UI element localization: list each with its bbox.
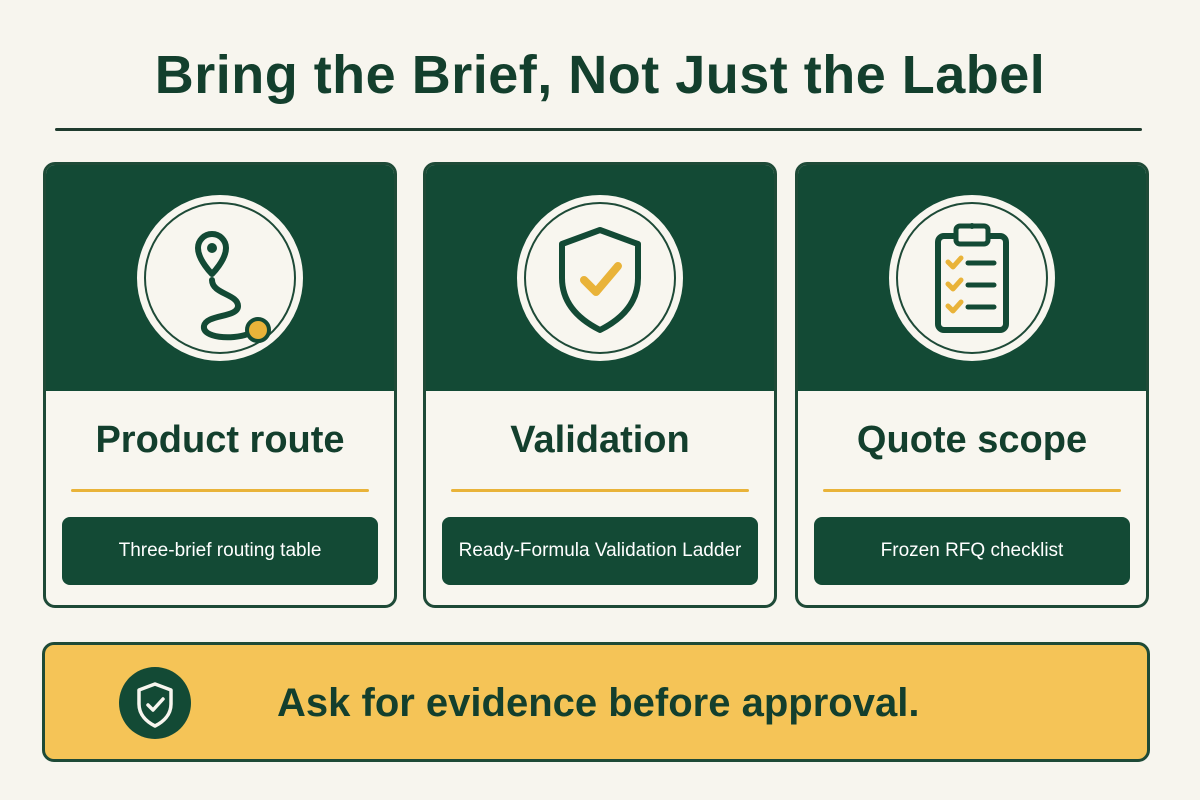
page-title: Bring the Brief, Not Just the Label <box>154 45 1046 105</box>
card-product-route: Product route Three-brief routing table <box>43 162 397 608</box>
card-title: Validation <box>510 419 690 461</box>
route-pin-icon <box>195 231 271 343</box>
card-detail-badge: Ready-Formula Validation Ladder <box>442 517 758 585</box>
card-validation: Validation Ready-Formula Validation Ladd… <box>423 162 777 608</box>
shield-check-icon <box>137 682 173 728</box>
card-icon-circle <box>889 195 1055 361</box>
card-detail-badge: Frozen RFQ checklist <box>814 517 1130 585</box>
card-icon-circle <box>517 195 683 361</box>
card-title: Product route <box>95 419 345 461</box>
card-accent-line <box>71 489 369 492</box>
banner-message: Ask for evidence before approval. <box>277 681 920 725</box>
card-detail-badge: Three-brief routing table <box>62 517 378 585</box>
clipboard-checklist-icon <box>935 223 1009 333</box>
card-icon-circle <box>137 195 303 361</box>
banner-icon-badge <box>119 667 191 739</box>
card-quote-scope: Quote scope Frozen RFQ checklist <box>795 162 1149 608</box>
card-accent-line <box>451 489 749 492</box>
card-title: Quote scope <box>856 419 1088 461</box>
card-accent-line <box>823 489 1121 492</box>
title-divider <box>55 128 1142 131</box>
shield-check-icon <box>559 227 641 333</box>
evidence-banner: Ask for evidence before approval. <box>42 642 1150 762</box>
